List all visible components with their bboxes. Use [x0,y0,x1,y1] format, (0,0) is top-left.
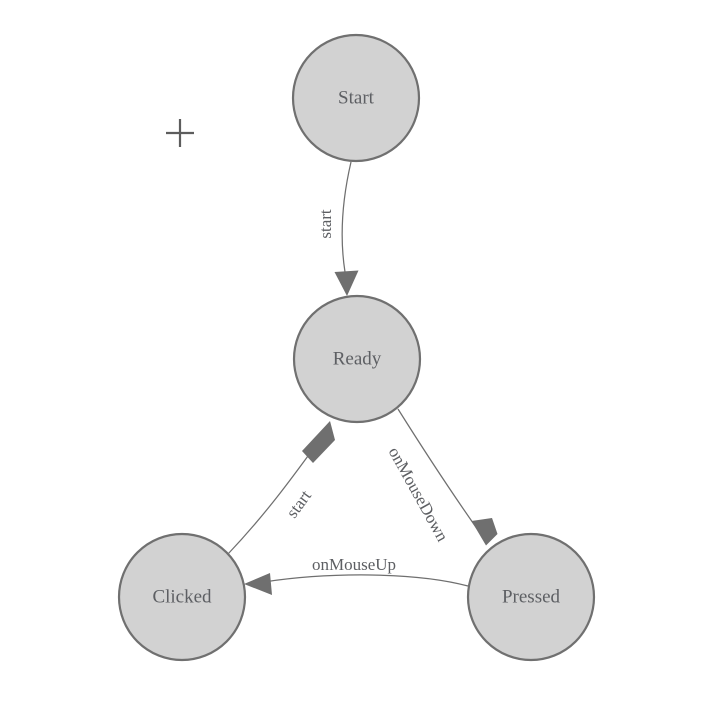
state-node-clicked-circle[interactable] [117,532,247,662]
state-node-pressed-circle[interactable] [466,532,596,662]
edge-path-start-to-ready [341,161,352,273]
edge-ready-to-pressed[interactable]: onMouseDown [385,408,498,546]
arrowhead-start-to-ready [334,270,359,296]
edge-label-pressed-to-clicked: onMouseUp [312,555,396,574]
edge-label-ready-to-pressed: onMouseDown [385,444,453,545]
edge-pressed-to-clicked[interactable]: onMouseUp [244,555,469,595]
state-node-start-label: Start [338,87,375,108]
state-node-pressed[interactable]: Pressed [466,532,596,662]
arrowhead-clicked-to-ready [302,421,335,463]
state-node-clicked-label: Clicked [152,586,212,607]
state-node-start[interactable]: Start [291,33,421,163]
edge-start-to-ready[interactable]: start [316,161,359,296]
state-node-ready[interactable]: Ready [292,294,422,424]
edge-label-clicked-to-ready: start [282,486,315,521]
edge-clicked-to-ready[interactable]: start [227,421,335,555]
state-node-ready-label: Ready [333,348,382,369]
state-node-ready-circle[interactable] [292,294,422,424]
crosshair-icon [166,119,194,147]
state-node-clicked[interactable]: Clicked [117,532,247,662]
edge-label-start-to-ready: start [316,209,335,239]
state-node-start-circle[interactable] [291,33,421,163]
state-node-pressed-label: Pressed [502,586,561,607]
arrowhead-ready-to-pressed [471,518,498,546]
edge-path-pressed-to-clicked [263,574,469,587]
arrowhead-pressed-to-clicked [244,573,272,595]
